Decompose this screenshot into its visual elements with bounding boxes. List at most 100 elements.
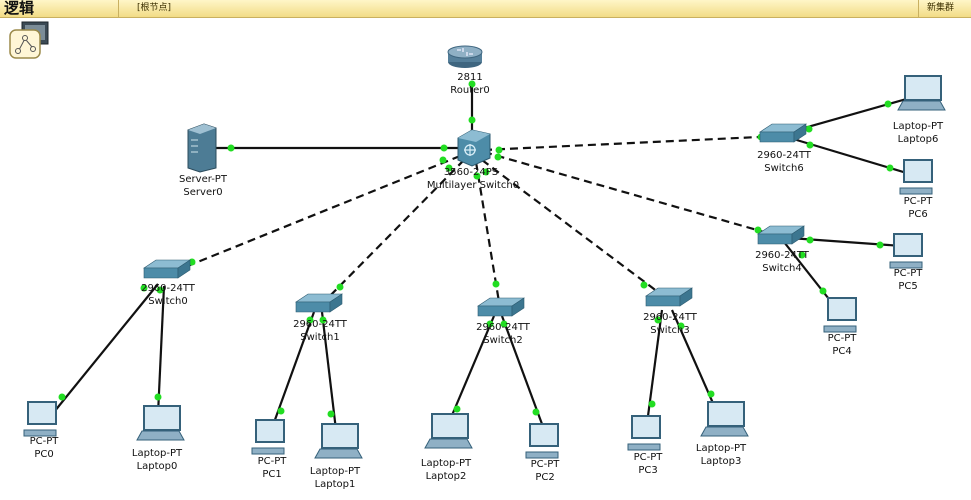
router0-model-label: 2811 [457,72,482,83]
switch6-name-label: Switch6 [764,163,803,174]
switch-icon [645,287,693,307]
laptop-icon [314,423,363,459]
laptop-icon [897,75,946,111]
server0-model-label: Server-PT [179,174,228,185]
logical-workspace-label[interactable]: 逻辑 [4,0,35,17]
server0-node[interactable]: Server-PT Server0 [179,123,228,198]
pc2-node[interactable]: PC-PT PC2 [525,423,561,483]
router0-node[interactable]: 2811 Router0 [447,45,490,96]
pc3-name-label: PC3 [638,465,657,476]
pc-icon [525,423,559,459]
router0-name-label: Router0 [450,85,490,96]
pc5-name-label: PC5 [898,281,917,292]
switch0-node[interactable]: 2960-24TT Switch0 [141,259,196,307]
laptop1-name-label: Laptop1 [315,479,356,490]
switch-icon [477,297,525,317]
switch6-node[interactable]: 2960-24TT Switch6 [757,123,812,174]
laptop-icon [424,413,473,449]
pc6-name-label: PC6 [908,209,927,220]
laptop6-model-label: Laptop-PT [893,121,944,132]
root-node-label[interactable]: [根节点] [118,0,198,18]
new-cluster-button[interactable]: 新集群 [918,0,971,18]
pc4-node[interactable]: PC-PT PC4 [823,297,858,357]
laptop-icon [700,401,749,437]
pc-icon [899,159,933,195]
switch1-name-label: Switch1 [300,332,339,343]
link-switch2-laptop2[interactable] [448,315,496,421]
pc2-name-label: PC2 [535,472,554,483]
laptop2-node[interactable]: Laptop-PT Laptop2 [421,413,473,482]
pc4-model-label: PC-PT [828,333,858,344]
link-switch0-laptop0[interactable] [156,285,166,415]
pc-icon [251,419,285,455]
laptop3-name-label: Laptop3 [701,456,742,467]
switch1-model-label: 2960-24TT [293,319,348,330]
link-mlswitch0-switch6[interactable] [483,134,781,152]
laptop1-node[interactable]: Laptop-PT Laptop1 [310,423,363,490]
pc0-node[interactable]: PC-PT PC0 [23,401,60,460]
switch2-node[interactable]: 2960-24TT Switch2 [476,297,531,346]
router-icon [447,45,483,68]
pc5-node[interactable]: PC-PT PC5 [889,233,924,292]
switch3-node[interactable]: 2960-24TT Switch3 [643,287,698,336]
pc-icon [823,297,857,333]
switch-icon [757,225,805,245]
switch2-name-label: Switch2 [483,335,522,346]
pc1-name-label: PC1 [262,469,281,480]
mlswitch0-node[interactable]: 3560-24PS Multilayer Switch0 [427,129,519,191]
pc-icon [889,233,923,269]
pc5-model-label: PC-PT [894,268,924,279]
port-indicators [58,80,894,418]
link-switch2-pc2[interactable] [500,315,544,425]
switch3-name-label: Switch3 [650,325,689,336]
pc1-node[interactable]: PC-PT PC1 [251,419,288,480]
pc0-model-label: PC-PT [30,436,60,447]
pc2-model-label: PC-PT [531,459,561,470]
laptop0-node[interactable]: Laptop-PT Laptop0 [132,405,185,472]
laptop1-model-label: Laptop-PT [310,466,361,477]
server-icon [187,123,217,173]
top-toolbar: 逻辑 [根节点] 新集群 [0,0,971,18]
topology-canvas[interactable]: 2811 Router0 3560-24PS Multilayer Switch… [0,18,971,500]
pc4-name-label: PC4 [832,346,851,357]
link-switch3-pc3[interactable] [646,309,664,417]
laptop-icon [136,405,185,441]
laptop6-node[interactable]: Laptop-PT Laptop6 [893,75,946,145]
pc3-node[interactable]: PC-PT PC3 [627,415,664,476]
link-switch0-pc0[interactable] [53,283,159,413]
pc3-model-label: PC-PT [634,452,664,463]
link-mlswitch0-switch1[interactable] [319,159,465,307]
pc-icon [627,415,661,451]
switch0-model-label: 2960-24TT [141,283,196,294]
link-switch1-laptop1[interactable] [320,311,338,431]
laptop6-name-label: Laptop6 [898,134,939,145]
laptop3-node[interactable]: Laptop-PT Laptop3 [696,401,749,467]
link-mlswitch0-switch0[interactable] [167,154,461,276]
laptop2-name-label: Laptop2 [426,471,467,482]
mlswitch0-name-label: Multilayer Switch0 [427,180,519,191]
link-mlswitch0-switch4[interactable] [483,150,779,238]
switch-icon [295,293,343,313]
laptop3-model-label: Laptop-PT [696,443,747,454]
laptop0-name-label: Laptop0 [137,461,178,472]
switch-icon [759,123,807,143]
pc1-model-label: PC-PT [258,456,288,467]
mlswitch0-model-label: 3560-24PS [444,167,498,178]
switch6-model-label: 2960-24TT [757,150,812,161]
pc6-model-label: PC-PT [904,196,934,207]
switch3-model-label: 2960-24TT [643,312,698,323]
multilayer-switch-icon [457,129,491,167]
switch0-name-label: Switch0 [148,296,187,307]
switch4-node[interactable]: 2960-24TT Switch4 [755,225,810,274]
switch1-node[interactable]: 2960-24TT Switch1 [293,293,348,343]
switch4-model-label: 2960-24TT [755,250,810,261]
logical-view-icon[interactable] [8,20,50,60]
pc0-name-label: PC0 [34,449,53,460]
switch-icon [143,259,191,279]
laptop0-model-label: Laptop-PT [132,448,183,459]
laptop2-model-label: Laptop-PT [421,458,472,469]
pc6-node[interactable]: PC-PT PC6 [899,159,934,220]
pc-icon [23,401,57,437]
switch4-name-label: Switch4 [762,263,801,274]
switch2-model-label: 2960-24TT [476,322,531,333]
